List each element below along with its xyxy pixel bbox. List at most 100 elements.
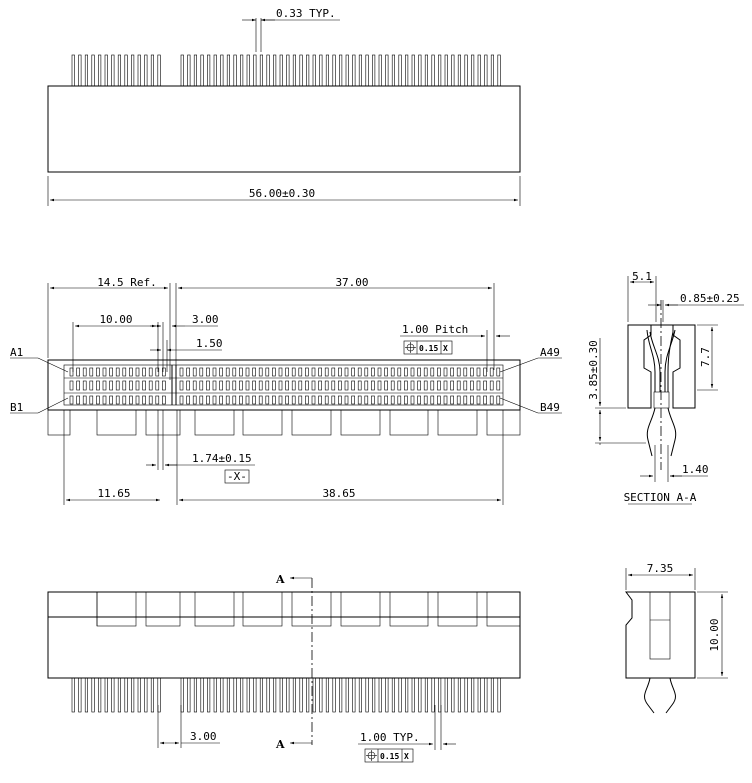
pin [180,677,184,713]
latch-tab [437,409,478,436]
pin [124,54,128,87]
contact-b [357,395,362,405]
contact-a [129,367,133,377]
middle-view: A1 B1 A49 B49 14.5 Ref. 37.00 10.00 3.00 [10,276,562,505]
contact-a [483,367,487,377]
contact-a [450,367,454,377]
contact-a [489,367,494,377]
pin [200,677,204,713]
contact-b [404,395,408,405]
contact-mid [272,380,276,391]
contact-b [456,395,461,405]
contact-b [245,395,250,405]
pin [490,54,495,87]
pin [84,677,88,713]
pin [180,54,184,87]
contact-b [318,395,322,405]
pin [464,677,468,713]
contact-b [142,395,146,405]
top-view-body [47,85,521,173]
middle-view-latch-tabs [47,409,521,436]
contact-a [192,367,197,377]
pin [358,677,363,713]
pin [345,54,349,87]
pin [193,677,197,713]
contact-b [324,395,329,405]
contact-a [109,367,113,377]
contact-a [135,367,140,377]
contact-b [69,395,74,405]
pin [117,677,121,713]
slot [96,591,137,627]
section-dim-140-label: 1.40 [682,463,709,476]
latch-tab [340,409,381,436]
contact-mid [324,380,329,391]
contact-a [89,367,94,377]
latch-tab [486,409,521,436]
contact-b [298,395,303,405]
pin [266,54,270,87]
contact-mid [285,380,289,391]
contact-mid [430,380,435,391]
contact-a [496,367,501,377]
contact-a [371,367,375,377]
pin [200,54,204,87]
contact-mid [142,380,146,391]
pin [497,677,501,713]
contact-b [225,395,230,405]
pin [471,54,475,87]
pin [405,54,409,87]
contact-mid [463,380,468,391]
key-datum-label: -X- [227,470,247,483]
pin [286,54,290,87]
contact-mid [265,380,270,391]
contact-mid [305,380,309,391]
latch-tab [194,409,235,436]
contact-mid [179,380,184,391]
contact-b [76,395,80,405]
pin [372,677,376,713]
contact-a [258,367,263,377]
contact-mid [89,380,94,391]
pin [253,677,257,713]
bottom-view: A A 3.00 1.00 TYP. 0.15 X [47,573,521,763]
contact-mid [390,380,395,391]
contact-b [489,395,494,405]
contact-b [82,395,87,405]
contact-mid [192,380,197,391]
contact-a [404,367,408,377]
contact-a [285,367,289,377]
pin [385,677,389,713]
bottom-view-slots [96,591,521,627]
contact-a [155,367,160,377]
pin [418,677,422,713]
pin [207,677,211,713]
contact-a [470,367,474,377]
contact-mid [351,380,355,391]
length-37-label: 37.00 [335,276,368,289]
pin [398,54,402,87]
dim-10-label: 10.00 [99,313,132,326]
pin [213,677,217,713]
contact-a [162,367,166,377]
contact-b [109,395,113,405]
contact-b [430,395,435,405]
pin [391,54,396,87]
section-dim-51-label: 5.1 [632,270,652,283]
section-dim-085-label: 0.85±0.25 [680,292,740,305]
contact-mid [410,380,415,391]
pin [259,54,264,87]
pin [117,54,121,87]
pin-b49-label: B49 [540,401,560,414]
contact-b [89,395,94,405]
position-tolerance-frame: 0.15 X [403,340,453,355]
contact-a [351,367,355,377]
pin [451,677,455,713]
pin [98,54,102,87]
pin [444,677,448,713]
pin [131,677,135,713]
contact-b [443,395,448,405]
bottom-view-body [47,591,521,679]
contact-b [377,395,382,405]
pin [424,54,429,87]
